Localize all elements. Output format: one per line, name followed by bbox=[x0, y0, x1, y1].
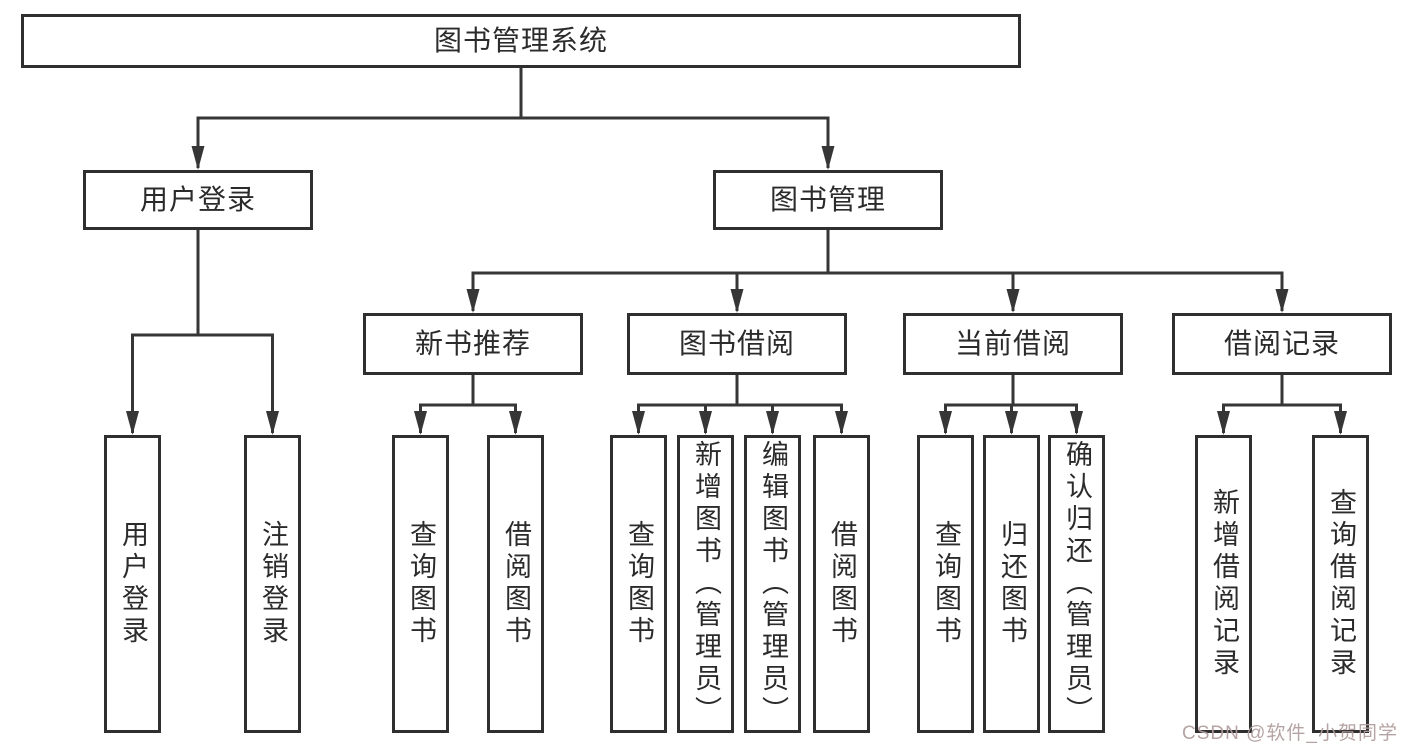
leaf-logout: 注销登录 bbox=[244, 435, 301, 733]
leaf-user-login: 用户登录 bbox=[104, 435, 161, 733]
leaf-label: 借阅图书 bbox=[827, 520, 857, 648]
connector-records-fork bbox=[1222, 375, 1342, 433]
connector-login-fork bbox=[131, 230, 274, 433]
leaf-label: 查询图书 bbox=[406, 520, 436, 648]
node-book-management: 图书管理 bbox=[713, 170, 943, 230]
leaf-query-books-borrow: 查询图书 bbox=[610, 435, 667, 733]
connector-recommend-fork bbox=[419, 375, 517, 433]
node-book-borrow: 图书借阅 bbox=[627, 313, 847, 375]
leaf-query-borrow-record: 查询借阅记录 bbox=[1312, 435, 1369, 733]
node-new-book-recommend: 新书推荐 bbox=[363, 313, 583, 375]
leaf-label: 归还图书 bbox=[997, 520, 1027, 648]
leaf-label: 编辑图书（管理员） bbox=[758, 440, 788, 728]
node-borrow-records: 借阅记录 bbox=[1172, 313, 1392, 375]
leaf-return-books: 归还图书 bbox=[983, 435, 1040, 733]
leaf-label: 查询图书 bbox=[931, 520, 961, 648]
node-current-borrow: 当前借阅 bbox=[903, 313, 1123, 375]
leaf-label: 借阅图书 bbox=[501, 520, 531, 648]
connector-borrow-fork bbox=[637, 375, 843, 433]
leaf-label: 用户登录 bbox=[118, 520, 148, 648]
leaf-add-borrow-record: 新增借阅记录 bbox=[1195, 435, 1252, 733]
csdn-watermark: CSDN @软件_小贺同学 bbox=[1182, 723, 1398, 744]
leaf-borrow-books-recommend: 借阅图书 bbox=[487, 435, 544, 733]
leaf-label: 查询图书 bbox=[624, 520, 654, 648]
leaf-query-books-current: 查询图书 bbox=[917, 435, 974, 733]
node-user-login: 用户登录 bbox=[83, 170, 313, 230]
leaf-label: 注销登录 bbox=[258, 520, 288, 648]
leaf-add-books-admin: 新增图书（管理员） bbox=[677, 435, 734, 733]
leaf-label: 查询借阅记录 bbox=[1326, 488, 1356, 680]
leaf-confirm-return-admin: 确认归还（管理员） bbox=[1048, 435, 1105, 733]
leaf-edit-books-admin: 编辑图书（管理员） bbox=[744, 435, 801, 733]
connector-level2-fork bbox=[196, 116, 830, 168]
leaf-label: 新增借阅记录 bbox=[1209, 488, 1239, 680]
leaf-label: 新增图书（管理员） bbox=[691, 440, 721, 728]
leaf-borrow-books: 借阅图书 bbox=[813, 435, 870, 733]
leaf-query-books-recommend: 查询图书 bbox=[392, 435, 449, 733]
node-root-system: 图书管理系统 bbox=[21, 14, 1021, 68]
connector-level3-fork bbox=[471, 230, 1284, 311]
leaf-label: 确认归还（管理员） bbox=[1062, 440, 1092, 728]
